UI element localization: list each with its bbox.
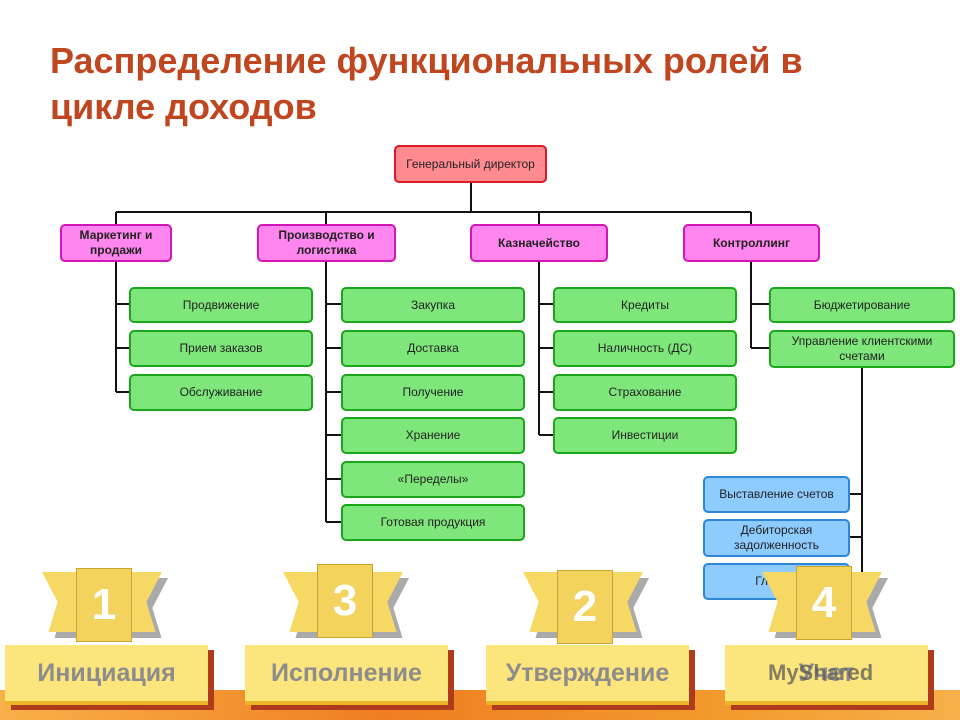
- node-order-intake: Прием заказов: [129, 330, 313, 367]
- node-promotion: Продвижение: [129, 287, 313, 323]
- node-processing: «Переделы»: [341, 461, 525, 498]
- watermark-text: MyShared: [768, 660, 874, 685]
- node-purchase: Закупка: [341, 287, 525, 323]
- node-treasury: Казначейство: [470, 224, 608, 262]
- node-investments: Инвестиции: [553, 417, 737, 454]
- stage-approval: Утверждение: [486, 645, 689, 705]
- node-director: Генеральный директор: [394, 145, 547, 183]
- stage-execution: Исполнение: [245, 645, 448, 705]
- node-service: Обслуживание: [129, 374, 313, 411]
- node-client-accounts: Управление клиентскими счетами: [769, 330, 955, 368]
- node-finished-goods: Готовая продукция: [341, 504, 525, 541]
- node-marketing: Маркетинг и продажи: [60, 224, 172, 262]
- node-receivables: Дебиторская задолженность: [703, 519, 850, 557]
- node-delivery: Доставка: [341, 330, 525, 367]
- badge-number: 2: [557, 570, 613, 644]
- ribbon-badge-icon: 3: [283, 564, 409, 652]
- node-controlling: Контроллинг: [683, 224, 820, 262]
- node-storage: Хранение: [341, 417, 525, 454]
- node-budgeting: Бюджетирование: [769, 287, 955, 323]
- badge-number: 1: [76, 568, 132, 642]
- badge-number: 3: [317, 564, 373, 638]
- badge-number: 4: [796, 566, 852, 640]
- page-title: Распределение функциональных ролей в цик…: [50, 40, 803, 127]
- ribbon-badge-icon: 1: [42, 566, 168, 652]
- node-receipt: Получение: [341, 374, 525, 411]
- node-cash: Наличность (ДС): [553, 330, 737, 367]
- ribbon-badge-icon: 2: [523, 566, 649, 652]
- stage-accounting: Учет: [725, 645, 928, 705]
- node-production: Производство и логистика: [257, 224, 396, 262]
- ribbon-badge-icon: 4: [762, 566, 888, 652]
- node-invoicing: Выставление счетов: [703, 476, 850, 513]
- node-insurance: Страхование: [553, 374, 737, 411]
- node-credits: Кредиты: [553, 287, 737, 323]
- stage-initiation: Инициация: [5, 645, 208, 705]
